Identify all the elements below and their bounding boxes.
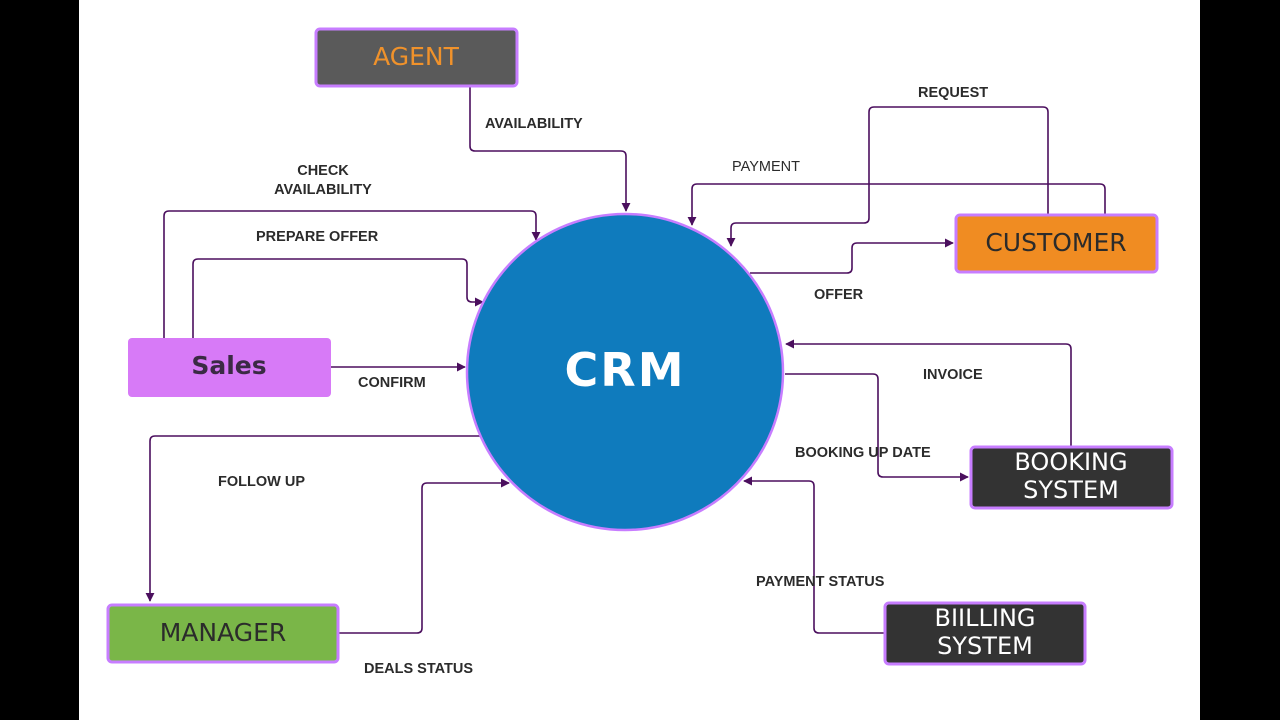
agent-label: AGENT — [373, 42, 460, 71]
edge-label-payment: PAYMENT — [732, 159, 800, 175]
edge-label-check-availability-line2: AVAILABILITY — [274, 182, 372, 198]
edge-request[interactable] — [726, 106, 1049, 247]
node-agent[interactable]: AGENT — [314, 27, 519, 88]
manager-label: MANAGER — [160, 618, 287, 647]
sales-box — [128, 338, 331, 397]
booking-system-label-line2: SYSTEM — [1023, 476, 1119, 504]
node-customer[interactable]: CUSTOMER — [954, 213, 1159, 274]
edge-booking-up-date[interactable] — [785, 373, 969, 482]
node-billing-system[interactable]: BIILLING SYSTEM — [883, 601, 1087, 666]
billing-system-label-line2: SYSTEM — [937, 632, 1033, 660]
edge-label-payment-status: PAYMENT STATUS — [756, 574, 885, 590]
edge-label-invoice: INVOICE — [923, 367, 983, 383]
manager-box — [106, 603, 340, 664]
edge-availability[interactable] — [469, 86, 631, 212]
booking-system-label-line1: BOOKING — [1014, 448, 1127, 476]
edge-label-check-availability-line1: CHECK — [297, 163, 349, 179]
edge-prepare-offer[interactable] — [192, 258, 484, 338]
diagram-canvas: CRM AGENT CUSTOMER Sales BOOKING SYSTEM … — [79, 0, 1200, 720]
edge-label-request: REQUEST — [918, 85, 988, 101]
edge-label-booking-up-date: BOOKING UP DATE — [795, 445, 931, 461]
customer-box — [954, 213, 1159, 274]
node-manager[interactable]: MANAGER — [106, 603, 340, 664]
node-booking-system[interactable]: BOOKING SYSTEM — [969, 445, 1174, 510]
edge-offer[interactable] — [750, 238, 954, 274]
edge-invoice[interactable] — [785, 339, 1072, 446]
edge-label-prepare-offer: PREPARE OFFER — [256, 229, 379, 245]
edge-payment[interactable] — [687, 183, 1106, 226]
crm-label: CRM — [565, 343, 686, 397]
edge-payment-status[interactable] — [743, 476, 884, 634]
edge-label-confirm: CONFIRM — [358, 375, 426, 391]
edge-check-availability[interactable] — [163, 210, 541, 338]
crm-context-diagram: CRM AGENT CUSTOMER Sales BOOKING SYSTEM … — [106, 27, 1174, 677]
edge-label-availability: AVAILABILITY — [485, 116, 583, 132]
booking-system-box — [969, 445, 1174, 510]
agent-box — [314, 27, 519, 88]
crm-process[interactable]: CRM — [465, 212, 785, 532]
edge-label-follow-up: FOLLOW UP — [218, 474, 305, 490]
node-sales[interactable]: Sales — [128, 338, 331, 397]
billing-system-label-line1: BIILLING — [935, 604, 1036, 632]
sales-label: Sales — [191, 351, 266, 380]
billing-system-box — [883, 601, 1087, 666]
customer-label: CUSTOMER — [985, 228, 1126, 257]
edge-follow-up[interactable] — [145, 435, 480, 602]
edge-deals-status[interactable] — [338, 478, 510, 634]
edge-label-offer: OFFER — [814, 287, 864, 303]
crm-circle — [465, 212, 785, 532]
edge-label-deals-status: DEALS STATUS — [364, 661, 473, 677]
